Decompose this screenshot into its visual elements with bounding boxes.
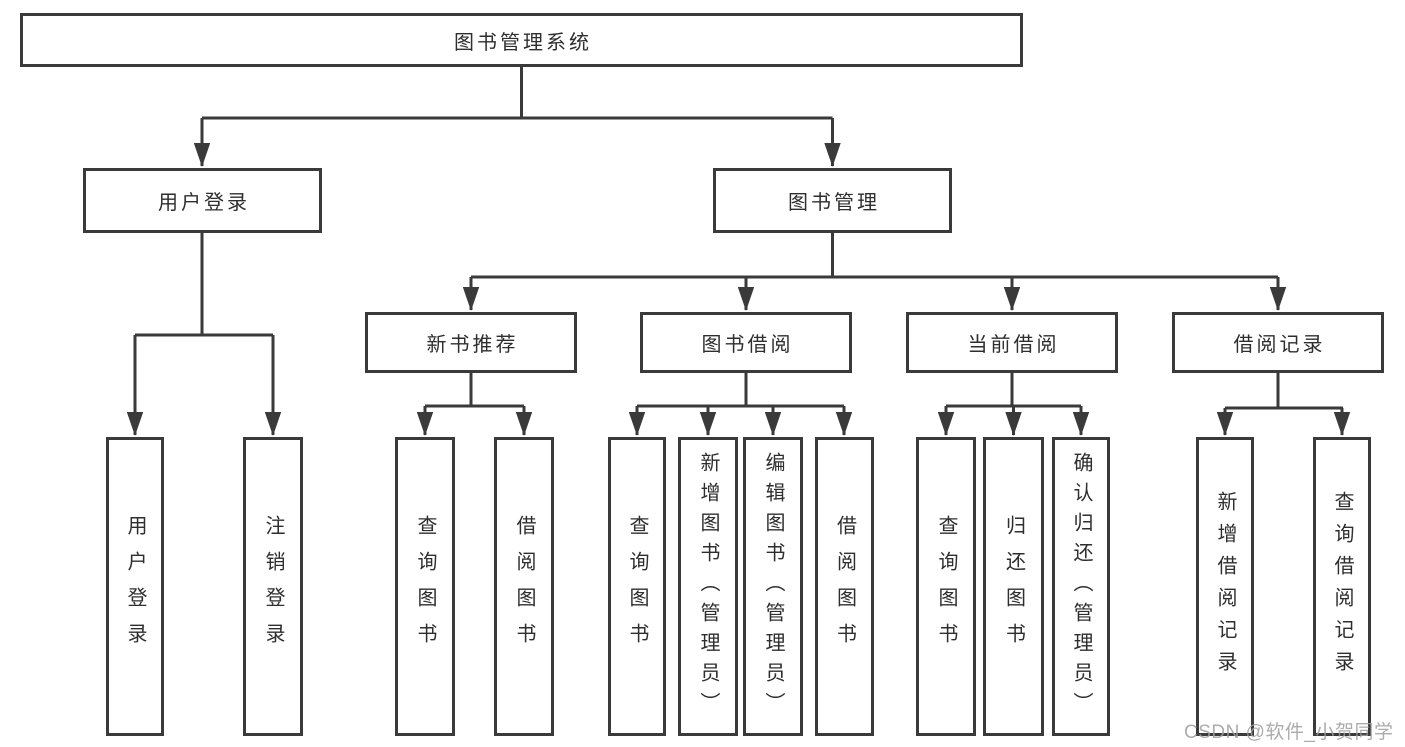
- leaf-logout: 注销登录: [243, 437, 303, 736]
- leaf-edit-books-admin: 编辑图书（管理员）: [743, 437, 803, 736]
- leaf-current-query-books-label: 查询图书: [935, 514, 957, 659]
- node-user-login-label: 用户登录: [158, 192, 250, 214]
- leaf-user-login: 用户登录: [106, 437, 164, 736]
- leaf-add-borrow-record: 新增借阅记录: [1196, 437, 1254, 736]
- node-borrow-records: 借阅记录: [1172, 312, 1384, 373]
- leaf-return-books-label: 归还图书: [1002, 514, 1025, 659]
- leaf-add-books-admin: 新增图书（管理员）: [678, 437, 738, 736]
- leaf-borrow-query-books-label: 查询图书: [626, 514, 648, 659]
- leaf-recommend-query-books-label: 查询图书: [414, 514, 436, 659]
- leaf-logout-label: 注销登录: [262, 514, 284, 659]
- node-root: 图书管理系统: [20, 13, 1023, 67]
- node-borrow-records-label: 借阅记录: [1233, 334, 1326, 356]
- leaf-user-login-label: 用户登录: [124, 514, 146, 659]
- leaf-recommend-query-books: 查询图书: [395, 437, 455, 736]
- leaf-edit-books-admin-label: 编辑图书（管理员）: [762, 451, 784, 722]
- leaf-current-query-books: 查询图书: [916, 437, 976, 736]
- leaf-recommend-borrow-books: 借阅图书: [494, 437, 554, 736]
- leaf-query-borrow-record-label: 查询借阅记录: [1331, 490, 1353, 683]
- leaf-query-borrow-record: 查询借阅记录: [1313, 437, 1371, 736]
- node-book-management-label: 图书管理: [788, 192, 880, 214]
- node-current-borrow: 当前借阅: [906, 312, 1118, 373]
- node-root-label: 图书管理系统: [454, 31, 592, 54]
- leaf-borrow-query-books: 查询图书: [608, 437, 666, 736]
- leaf-confirm-return-admin-label: 确认归还（管理员）: [1070, 451, 1092, 722]
- leaf-borrow-books: 借阅图书: [815, 437, 874, 736]
- leaf-recommend-borrow-books-label: 借阅图书: [513, 514, 535, 659]
- leaf-return-books: 归还图书: [983, 437, 1044, 736]
- leaf-confirm-return-admin: 确认归还（管理员）: [1052, 437, 1110, 736]
- node-user-login: 用户登录: [83, 168, 322, 233]
- node-book-borrow: 图书借阅: [640, 312, 852, 373]
- leaf-add-borrow-record-label: 新增借阅记录: [1214, 490, 1236, 683]
- node-book-management: 图书管理: [713, 168, 952, 233]
- node-book-borrow-label: 图书借阅: [701, 334, 794, 356]
- leaf-borrow-books-label: 借阅图书: [833, 514, 856, 659]
- node-current-borrow-label: 当前借阅: [967, 334, 1060, 356]
- watermark: CSDN @软件_小贺同学: [1184, 722, 1394, 743]
- node-new-book-recommend-label: 新书推荐: [426, 334, 519, 356]
- leaf-add-books-admin-label: 新增图书（管理员）: [697, 451, 719, 722]
- node-new-book-recommend: 新书推荐: [365, 312, 577, 373]
